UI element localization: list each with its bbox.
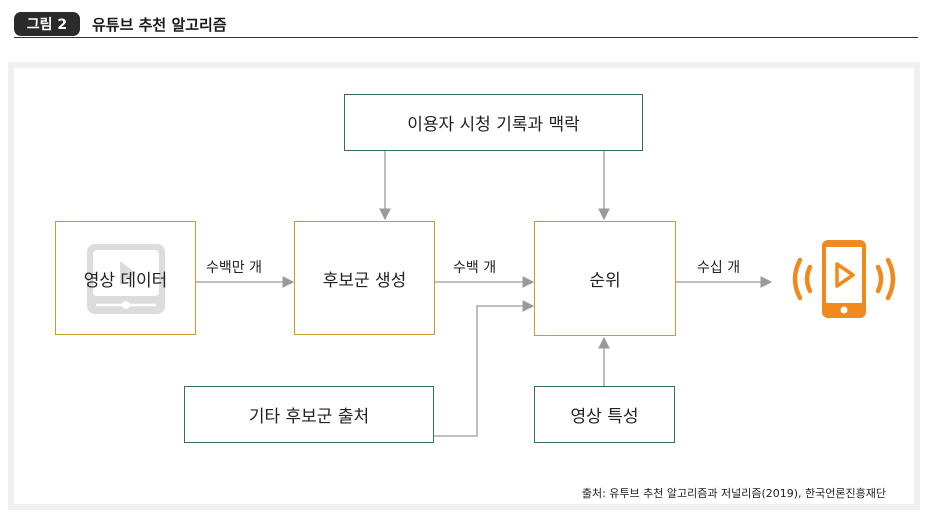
- edge-other-to-ranking: [434, 300, 535, 437]
- edge-label-ranking-to-output: 수십 개: [697, 260, 741, 276]
- node-user-history-label: 이용자 시청 기록과 맥락: [407, 115, 580, 135]
- node-video-features-label: 영상 특성: [570, 407, 639, 427]
- edge-label-candidates-to-ranking: 수백 개: [453, 260, 497, 276]
- node-other-sources: 기타 후보군 출처: [184, 386, 434, 443]
- node-user-history: 이용자 시청 기록과 맥락: [344, 94, 643, 151]
- node-candidate-generation-label: 후보군 생성: [322, 270, 407, 291]
- node-video-features: 영상 특성: [534, 386, 675, 443]
- header-divider: [14, 37, 918, 38]
- video-player-icon: [87, 244, 165, 314]
- figure-header: 그림 2 유튜브 추천 알고리즘: [14, 12, 918, 38]
- figure-source: 출처: 유투브 추천 알고리즘과 저널리즘(2019), 한국언론진흥재단: [581, 487, 886, 500]
- figure-title: 유튜브 추천 알고리즘: [92, 16, 227, 34]
- smartphone-play-icon: [792, 240, 896, 318]
- figure-badge: 그림 2: [14, 12, 80, 36]
- node-video-data: 영상 데이터: [55, 221, 196, 335]
- node-ranking-label: 순위: [589, 271, 621, 291]
- node-candidate-generation: 후보군 생성: [294, 221, 435, 335]
- node-video-data-label: 영상 데이터: [83, 270, 168, 291]
- node-ranking: 순위: [534, 221, 676, 336]
- edge-label-video-to-candidates: 수백만 개: [206, 260, 262, 276]
- node-other-sources-label: 기타 후보군 출처: [248, 407, 370, 427]
